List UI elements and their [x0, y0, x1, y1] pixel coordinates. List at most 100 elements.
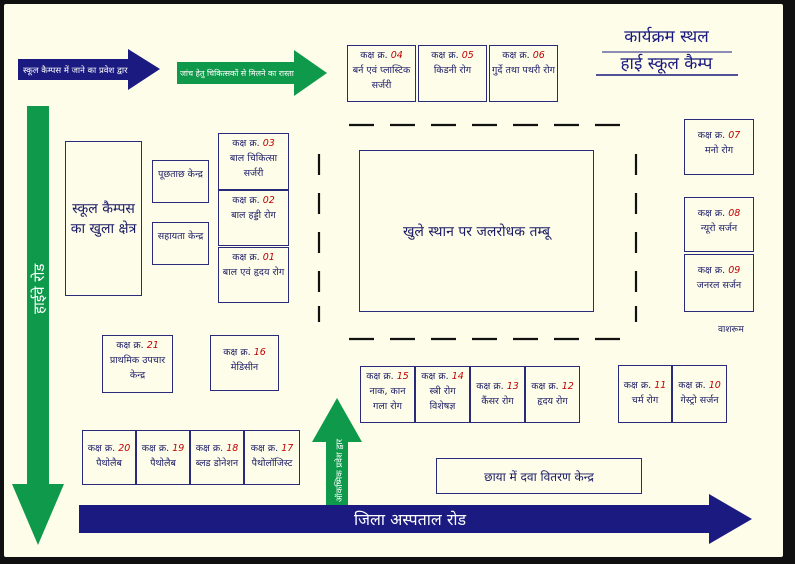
- tent-label: खुले स्थान पर जलरोधक तम्बू: [402, 223, 551, 240]
- room-name: बर्न एवं प्लास्टिक सर्जरी: [352, 65, 411, 91]
- room-name: किडनी रोग: [433, 65, 472, 76]
- room-name: पैथोलॉजिस्ट: [251, 458, 293, 469]
- room-number: 03: [262, 138, 275, 149]
- room-number: 14: [451, 371, 464, 382]
- help-label: सहायता केन्द्र: [157, 231, 204, 242]
- room-number: 11: [654, 380, 667, 391]
- room-12: कक्ष क्र. 12 हृदय रोग: [525, 366, 580, 423]
- enquiry-center: पूछताछ केन्द्र: [152, 160, 209, 203]
- room-prefix: कक्ष क्र.: [116, 340, 144, 351]
- venue-title-line2: हाई स्कूल कैम्प: [620, 54, 713, 74]
- room-18: कक्ष क्र. 18 ब्लड डोनेशन: [190, 430, 244, 485]
- room-prefix: कक्ष क्र.: [421, 371, 449, 382]
- room-number: 07: [728, 130, 741, 141]
- open-area-label: स्कूल कैम्पस का खुला क्षेत्र: [70, 200, 137, 237]
- room-prefix: कक्ष क्र.: [697, 208, 726, 219]
- room-01: कक्ष क्र. 01 बाल एवं हृदय रोग: [218, 247, 289, 303]
- room-16: कक्ष क्र. 16 मेडिसीन: [210, 335, 279, 391]
- room-name: बाल एवं हृदय रोग: [222, 267, 285, 278]
- district-road-arrow: [79, 494, 752, 544]
- room-name: गेस्ट्रो सर्जन: [680, 395, 719, 406]
- room-10: कक्ष क्र. 10 गेस्ट्रो सर्जन: [672, 365, 727, 423]
- room-name: पैथोलैब: [150, 458, 176, 469]
- room-prefix: कक्ष क्र.: [697, 265, 726, 276]
- room-number: 18: [226, 443, 239, 454]
- room-prefix: कक्ष क्र.: [678, 380, 706, 391]
- tent-boundary-dashes: [317, 123, 638, 341]
- open-area-zone: स्कूल कैम्पस का खुला क्षेत्र: [65, 141, 142, 296]
- room-11: कक्ष क्र. 11 चर्म रोग: [618, 365, 672, 423]
- room-prefix: कक्ष क्र.: [697, 130, 726, 141]
- room-number: 20: [118, 443, 131, 454]
- room-prefix: कक्ष क्र.: [250, 443, 279, 454]
- room-name: प्राथमिक उपचार केन्द्र: [109, 355, 166, 381]
- room-number: 01: [262, 252, 275, 263]
- room-19: कक्ष क्र. 19 पैथोलैब: [136, 430, 190, 485]
- washroom-label: वाशरूम: [718, 325, 744, 335]
- room-09: कक्ष क्र. 09 जनरल सर्जन: [684, 254, 754, 312]
- room-08: कक्ष क्र. 08 न्यूरो सर्जन: [684, 197, 754, 252]
- room-name: नाक, कान गला रोग: [369, 386, 406, 412]
- room-number: 12: [561, 381, 574, 392]
- room-number: 19: [172, 443, 185, 454]
- room-number: 02: [262, 195, 275, 206]
- room-prefix: कक्ष क्र.: [87, 443, 116, 454]
- room-prefix: कक्ष क्र.: [623, 380, 652, 391]
- tent-zone: खुले स्थान पर जलरोधक तम्बू: [359, 150, 594, 312]
- room-number: 15: [396, 371, 409, 382]
- room-13: कक्ष क्र. 13 कैंसर रोग: [470, 366, 525, 423]
- doctor-path-arrow: [177, 50, 327, 96]
- room-name: हृदय रोग: [537, 396, 568, 407]
- room-prefix: कक्ष क्र.: [476, 381, 504, 392]
- room-prefix: कक्ष क्र.: [360, 50, 388, 61]
- room-name: जनरल सर्जन: [696, 280, 742, 291]
- room-prefix: कक्ष क्र.: [232, 195, 260, 206]
- room-name: मनो रोग: [704, 145, 734, 156]
- distribution-label: छाया में दवा वितरण केन्द्र: [484, 469, 594, 484]
- room-15: कक्ष क्र. 15 नाक, कान गला रोग: [360, 366, 415, 423]
- district-road-label: जिला अस्पताल रोड: [354, 510, 467, 529]
- room-prefix: कक्ष क्र.: [141, 443, 170, 454]
- room-prefix: कक्ष क्र.: [366, 371, 394, 382]
- room-number: 13: [506, 381, 519, 392]
- venue-title-line1: कार्यक्रम स्थल: [624, 27, 709, 47]
- highway-road-label: हाईवे रोड: [30, 263, 48, 314]
- room-name: मेडिसीन: [230, 362, 259, 373]
- room-prefix: कक्ष क्र.: [195, 443, 224, 454]
- entry-arrow: [18, 49, 160, 90]
- room-name: पैथोलैब: [96, 458, 122, 469]
- room-02: कक्ष क्र. 02 बाल हड्डी रोग: [218, 190, 289, 246]
- room-name: स्त्री रोग विशेषज्ञ: [429, 386, 456, 412]
- distribution-zone: छाया में दवा वितरण केन्द्र: [436, 458, 642, 494]
- venue-map: स्कूल कैम्पस में जाने का प्रवेश द्वार जा…: [4, 4, 783, 557]
- room-prefix: कक्ष क्र.: [232, 252, 260, 263]
- room-21: कक्ष क्र. 21 प्राथमिक उपचार केन्द्र: [102, 335, 173, 393]
- room-14: कक्ष क्र. 14 स्त्री रोग विशेषज्ञ: [415, 366, 470, 423]
- room-name: गुर्दे तथा पथरी रोग: [492, 65, 555, 76]
- venue-title: कार्यक्रम स्थल हाई स्कूल कैम्प: [594, 24, 739, 74]
- room-prefix: कक्ष क्र.: [431, 50, 459, 61]
- room-number: 04: [390, 50, 403, 61]
- room-name: बाल चिकित्सा सर्जरी: [229, 153, 278, 179]
- room-07: कक्ष क्र. 07 मनो रोग: [684, 119, 754, 175]
- room-prefix: कक्ष क्र.: [232, 138, 260, 149]
- map-arrows-layer: स्कूल कैम्पस में जाने का प्रवेश द्वार जा…: [12, 49, 752, 545]
- room-number: 09: [728, 265, 741, 276]
- room-number: 08: [728, 208, 741, 219]
- room-prefix: कक्ष क्र.: [502, 50, 530, 61]
- highway-road-arrow: [12, 106, 64, 545]
- enquiry-label: पूछताछ केन्द्र: [158, 169, 203, 180]
- help-center: सहायता केन्द्र: [152, 222, 209, 265]
- room-name: न्यूरो सर्जन: [700, 223, 738, 234]
- room-name: चर्म रोग: [631, 395, 659, 406]
- room-20: कक्ष क्र. 20 पैथोलैब: [82, 430, 136, 485]
- room-03: कक्ष क्र. 03 बाल चिकित्सा सर्जरी: [218, 133, 289, 190]
- room-number: 05: [461, 50, 474, 61]
- room-number: 17: [281, 443, 294, 454]
- doctor-path-arrow-label: जांच हेतु चिकित्सकों से मिलने का रास्ता: [180, 68, 295, 79]
- emergency-entry-label: ऑकष्मिक प्रवेश द्वार: [334, 438, 345, 502]
- room-number: 21: [146, 340, 159, 351]
- room-04: कक्ष क्र. 04 बर्न एवं प्लास्टिक सर्जरी: [347, 45, 416, 102]
- room-name: बाल हड्डी रोग: [231, 210, 276, 221]
